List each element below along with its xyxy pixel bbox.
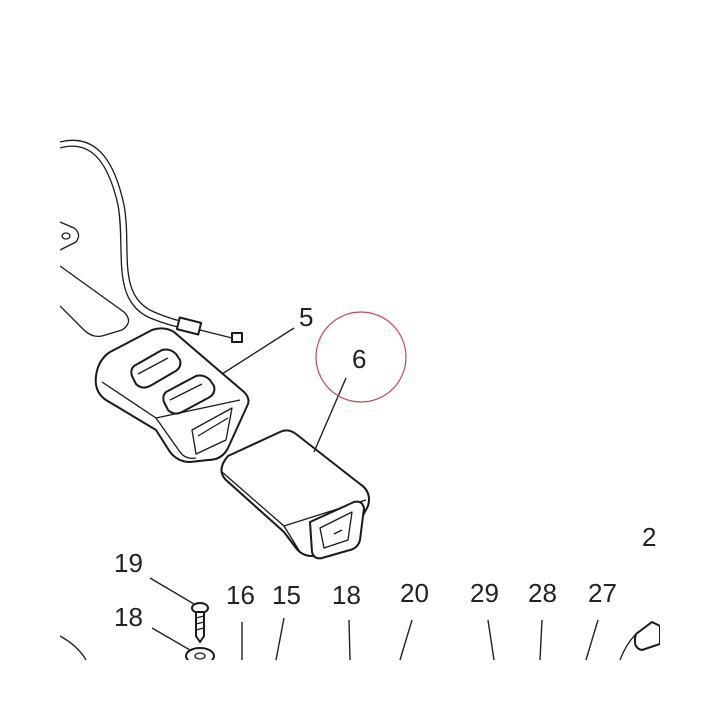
cable-icon — [60, 139, 243, 343]
body-arc-icon — [60, 635, 87, 660]
callout-28: 28 — [528, 578, 557, 608]
callout-18: 18 — [332, 580, 361, 610]
callout-6: 6 — [352, 344, 366, 374]
washer-icon — [185, 647, 215, 660]
callout-15: 15 — [272, 580, 301, 610]
callout-20: 20 — [400, 578, 429, 608]
callout-29: 29 — [470, 578, 499, 608]
handle-cover-icon — [94, 327, 250, 463]
callout-2: 2 — [642, 522, 656, 552]
battery-cover-icon — [220, 429, 370, 560]
callout-19: 19 — [114, 548, 143, 578]
leader-lines — [149, 327, 599, 661]
callout-16: 16 — [226, 580, 255, 610]
screw-icon — [191, 602, 209, 643]
callout-5: 5 — [299, 302, 313, 332]
callout-27: 27 — [588, 578, 617, 608]
callout-18-left: 18 — [114, 602, 143, 632]
body-fragment-icon — [60, 221, 130, 338]
connector-icon — [619, 621, 660, 660]
highlight-circle — [315, 311, 407, 403]
